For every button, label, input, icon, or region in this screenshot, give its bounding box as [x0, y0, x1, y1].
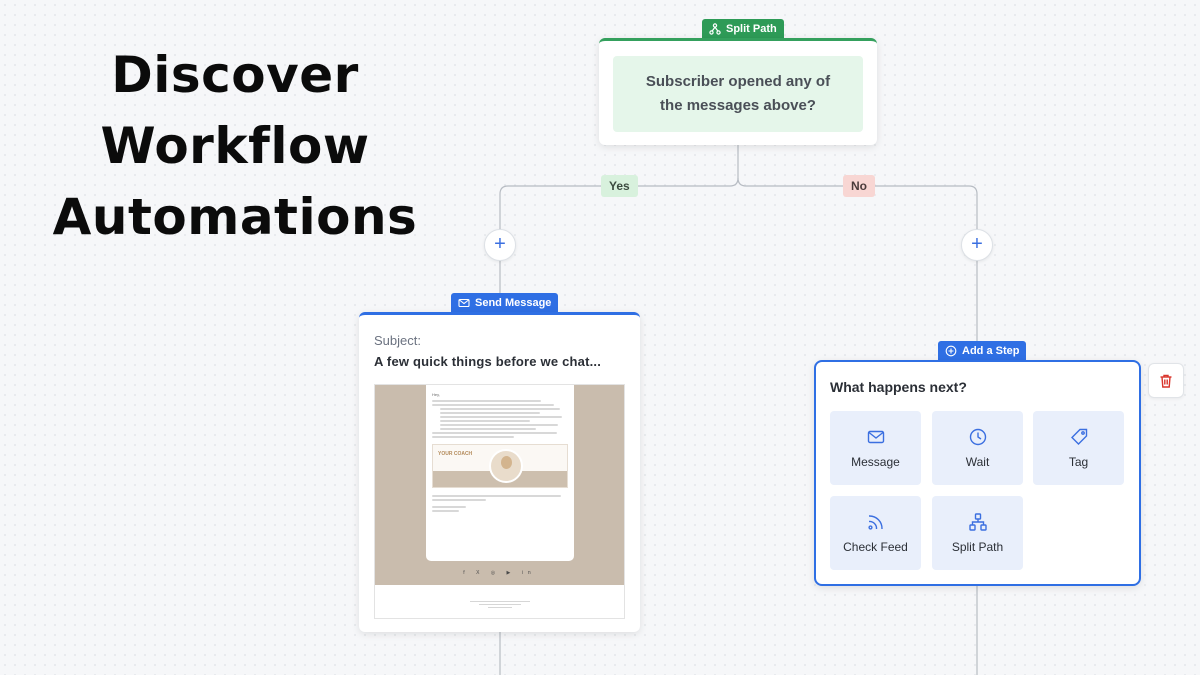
email-signature: YOUR COACH	[432, 444, 568, 488]
add-step-tag-label: Add a Step	[962, 345, 1020, 357]
split-path-node[interactable]: Subscriber opened any of the messages ab…	[599, 38, 877, 145]
hero-line-1: Discover	[111, 46, 359, 104]
add-step-panel: What happens next? Message Wait Tag Chec…	[814, 360, 1141, 586]
hero-line-2: Workflow	[100, 117, 370, 175]
email-preview-body: Hey, YOUR COACH	[426, 385, 574, 561]
email-footer	[470, 599, 530, 610]
subject-text: A few quick things before we chat...	[374, 354, 602, 369]
email-signature-coach: YOUR COACH	[438, 451, 473, 457]
branch-yes-label: Yes	[601, 175, 638, 197]
email-preview-greeting: Hey,	[432, 392, 440, 397]
coach-photo	[489, 449, 523, 483]
envelope-icon	[458, 298, 470, 308]
option-wait-label: Wait	[965, 455, 990, 469]
send-message-tag-label: Send Message	[475, 297, 552, 309]
branch-no-label: No	[843, 175, 875, 197]
add-step-button-yes[interactable]: +	[484, 229, 516, 261]
rss-feed-icon	[867, 515, 883, 530]
option-message[interactable]: Message	[830, 411, 921, 485]
split-path-icon	[709, 23, 721, 35]
option-split-path-label: Split Path	[951, 540, 1004, 554]
hero-heading: Discover Workflow Automations	[40, 40, 430, 253]
send-message-tag: Send Message	[451, 293, 559, 313]
option-tag[interactable]: Tag	[1033, 411, 1124, 485]
split-path-tag: Split Path	[702, 19, 784, 39]
clock-icon	[969, 428, 986, 446]
add-step-button-no[interactable]: +	[961, 229, 993, 261]
add-step-tag: Add a Step	[938, 341, 1027, 361]
tag-icon	[1070, 428, 1087, 445]
subject-label: Subject:	[374, 333, 421, 348]
option-message-label: Message	[851, 455, 900, 469]
send-message-node[interactable]: Subject: A few quick things before we ch…	[359, 312, 640, 632]
split-condition: Subscriber opened any of the messages ab…	[613, 56, 863, 132]
option-split-path[interactable]: Split Path	[932, 496, 1023, 570]
split-path-icon	[968, 513, 987, 531]
option-tag-label: Tag	[1068, 455, 1089, 469]
split-path-tag-label: Split Path	[726, 23, 777, 35]
add-step-title: What happens next?	[830, 379, 967, 395]
hero-line-3: Automations	[52, 188, 418, 246]
email-preview[interactable]: Hey, YOUR COACH f X ◎ ▶ in	[374, 384, 625, 619]
option-check-feed-label: Check Feed	[843, 540, 908, 554]
option-wait[interactable]: Wait	[932, 411, 1023, 485]
delete-step-button[interactable]	[1148, 363, 1184, 398]
email-social-icons: f X ◎ ▶ in	[463, 570, 536, 576]
trash-icon	[1160, 374, 1172, 388]
option-check-feed[interactable]: Check Feed	[830, 496, 921, 570]
envelope-icon	[867, 430, 884, 444]
plus-circle-icon	[945, 345, 957, 357]
